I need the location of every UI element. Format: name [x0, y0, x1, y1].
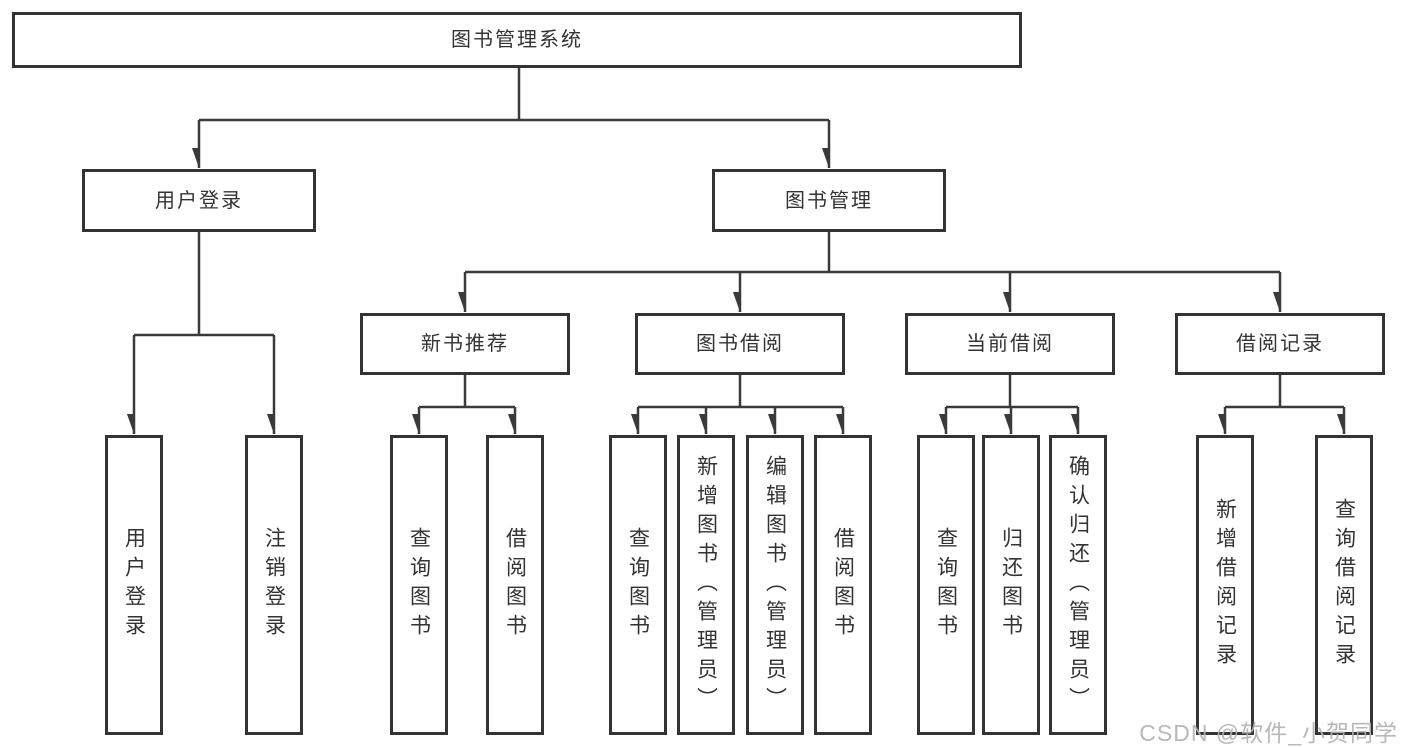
node-borrowing-records: 借阅记录: [1175, 313, 1385, 375]
leaf-query-books: 查询图书: [609, 435, 667, 735]
node-new-book-recommendation: 新书推荐: [360, 313, 570, 375]
leaf-query-borrow-record: 查询借阅记录: [1315, 435, 1373, 735]
node-user-login: 用户登录: [82, 169, 316, 232]
leaf-edit-books-admin: 编辑图书（管理员）: [746, 435, 804, 735]
leaf-logout: 注销登录: [245, 435, 303, 735]
csdn-watermark: CSDN @软件_小贺同学: [1139, 720, 1398, 746]
leaf-borrow-books: 借阅图书: [486, 435, 544, 735]
node-current-borrowing: 当前借阅: [905, 313, 1115, 375]
leaf-user-login: 用户登录: [105, 435, 163, 735]
node-book-management: 图书管理: [712, 169, 946, 232]
leaf-return-books: 归还图书: [982, 435, 1040, 735]
leaf-confirm-return-admin: 确认归还（管理员）: [1049, 435, 1107, 735]
leaf-add-borrow-record: 新增借阅记录: [1196, 435, 1254, 735]
node-book-borrowing: 图书借阅: [635, 313, 845, 375]
leaf-borrow-books: 借阅图书: [814, 435, 872, 735]
leaf-query-books: 查询图书: [917, 435, 975, 735]
leaf-query-books: 查询图书: [390, 435, 448, 735]
leaf-add-books-admin: 新增图书（管理员）: [677, 435, 735, 735]
node-library-management-system: 图书管理系统: [12, 12, 1022, 68]
